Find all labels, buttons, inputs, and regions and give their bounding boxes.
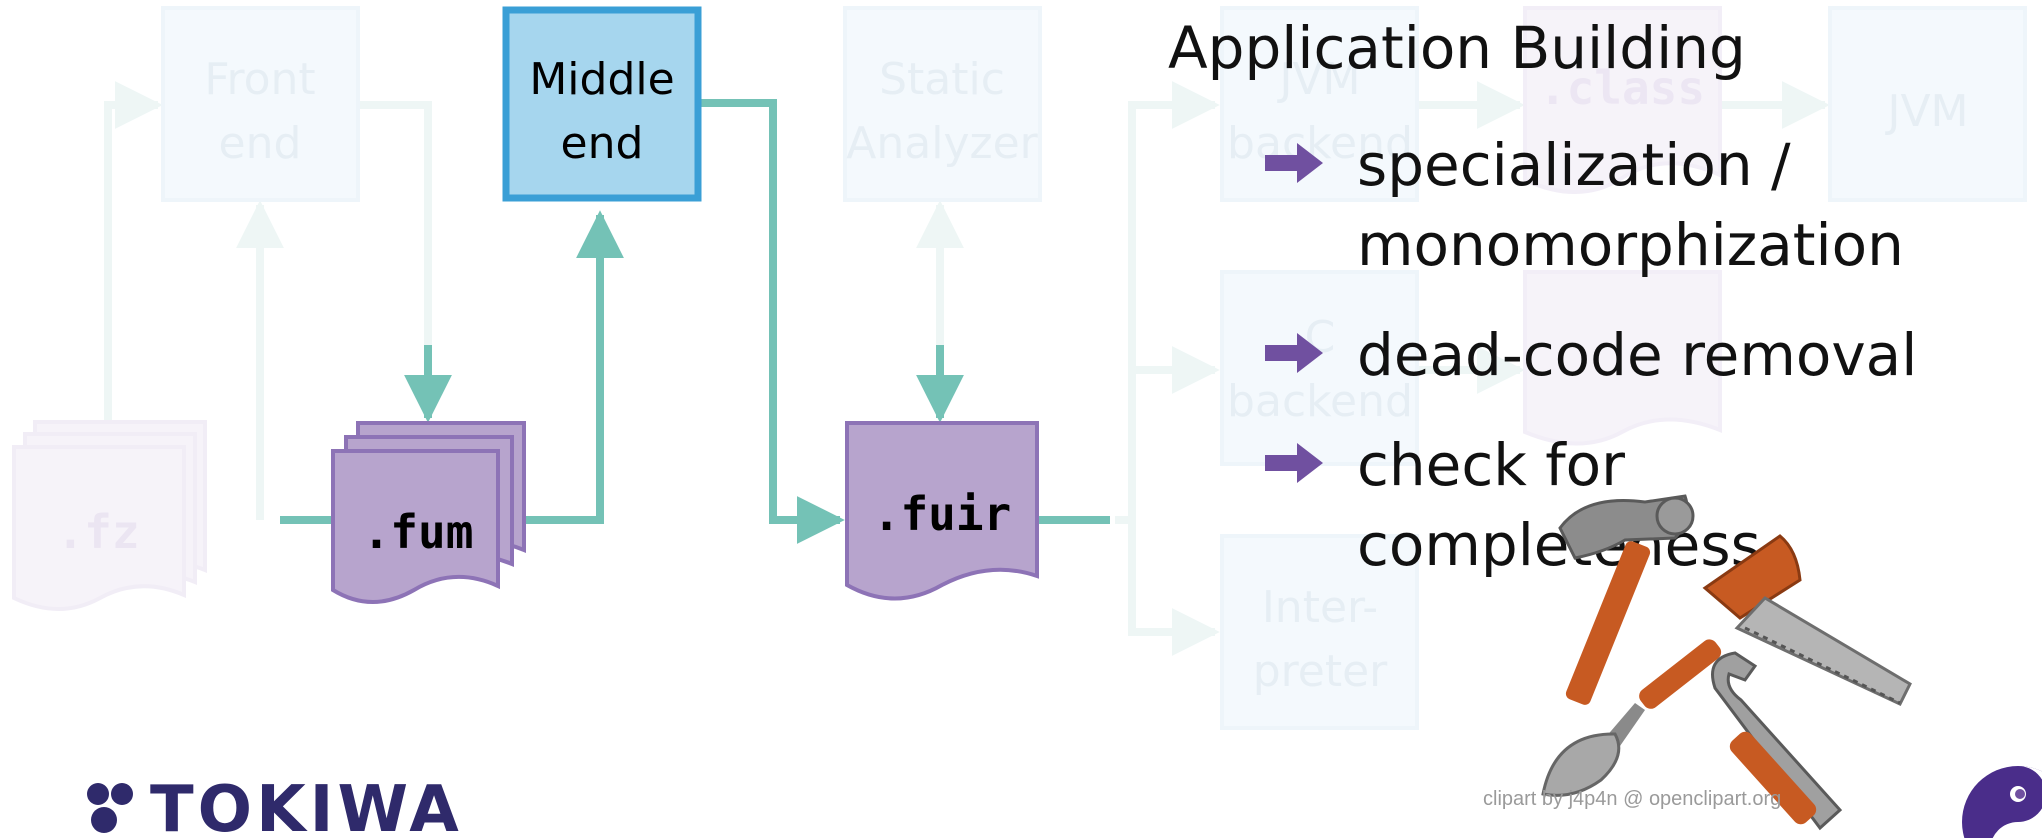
c-backend-label-2: backend	[1227, 376, 1413, 427]
logo-mark-icon	[87, 783, 133, 833]
middle-end-box: Middle end	[502, 6, 702, 202]
bullet-text: check for completeness	[1357, 431, 1761, 579]
jvm-backend-label-2: backend	[1227, 118, 1413, 169]
trowel-icon	[1541, 639, 1722, 797]
jvm-backend-label-1: JVM	[1276, 54, 1360, 105]
faded-connectors	[104, 81, 1830, 656]
fuir-file: .fuir	[845, 421, 1039, 601]
fuir-file-label: .fuir	[873, 487, 1011, 541]
interpreter-label-2: preter	[1253, 646, 1388, 697]
bullet-item: check for completeness	[1265, 425, 2025, 585]
class-file-label: .class	[1539, 61, 1705, 115]
active-connectors	[280, 99, 1110, 544]
bullet-text: dead-code removal	[1357, 321, 1918, 389]
jvm-box: JVM	[1828, 6, 2027, 202]
middle-end-label-1: Middle	[529, 54, 674, 105]
fum-file-label: .fum	[363, 505, 474, 559]
hammer-icon	[1558, 494, 1695, 705]
class-file: .class	[1523, 6, 1722, 194]
jvm-backend-box: JVM backend	[1220, 6, 1419, 202]
bullet-list: specialization / monomorphization dead-c…	[1265, 125, 2025, 585]
fz-file-stack: .fz	[12, 420, 207, 611]
bullet-item: specialization / monomorphization	[1265, 125, 2025, 285]
static-analyzer-label-2: Analyzer	[846, 118, 1038, 169]
static-analyzer-label-1: Static	[879, 54, 1005, 105]
bullet-item: dead-code removal	[1265, 315, 2025, 395]
interpreter-box: Inter- preter	[1220, 534, 1419, 730]
bullet-text: specialization / monomorphization	[1357, 131, 1904, 279]
fum-file-stack: .fum	[331, 421, 526, 604]
front-end-label-1: Front	[204, 54, 315, 105]
right-arrow-icon	[1265, 333, 1323, 373]
saw-icon	[1702, 534, 1912, 706]
tokiwa-logo: TOKIWA	[82, 780, 502, 838]
front-end-label-2: end	[219, 118, 302, 169]
static-analyzer-box: Static Analyzer	[843, 6, 1042, 202]
middle-end-label-2: end	[561, 118, 644, 169]
tools-clipart	[1541, 494, 1912, 831]
front-end-box: Front end	[161, 6, 360, 202]
right-arrow-icon	[1265, 143, 1323, 183]
jvm-label: JVM	[1884, 86, 1968, 137]
clipart-credit: clipart by j4p4n @ openclipart.org	[1483, 788, 1782, 810]
wrench-icon	[1711, 651, 1843, 831]
right-arrow-icon	[1265, 443, 1323, 483]
interpreter-label-1: Inter-	[1262, 582, 1378, 633]
logo-text: TOKIWA	[150, 780, 463, 838]
fz-file-label: .fz	[56, 505, 139, 559]
slide-title: Application Building	[1168, 14, 1746, 82]
yin-yang-icon	[1962, 766, 2042, 838]
c-output-file	[1523, 270, 1722, 446]
